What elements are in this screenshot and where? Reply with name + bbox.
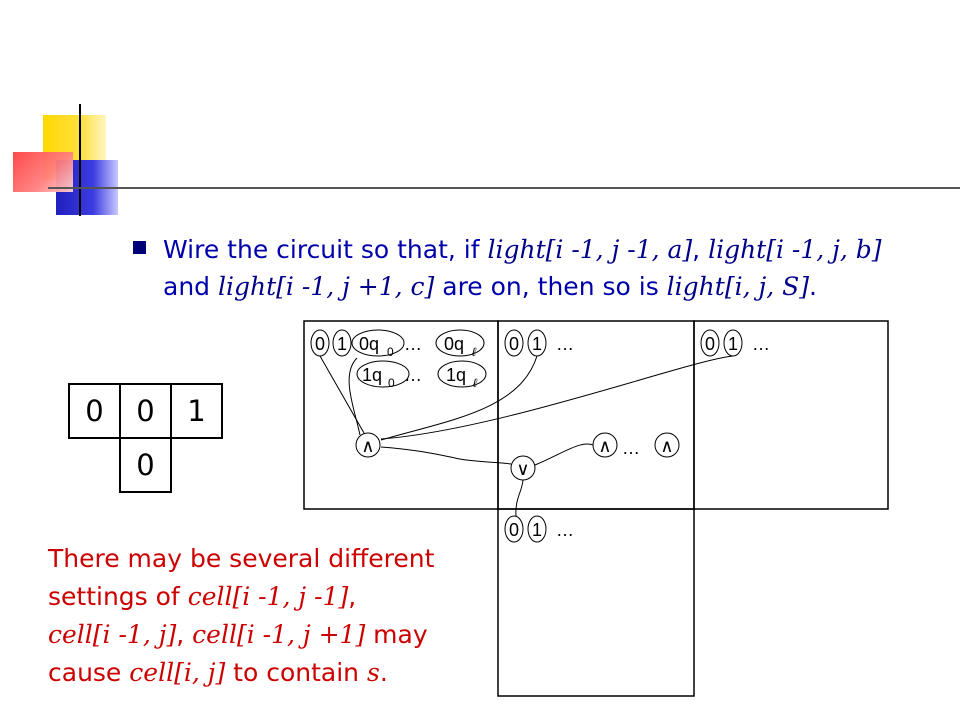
- cell-c-label: 1: [728, 334, 738, 354]
- note-comma: ,: [348, 582, 357, 611]
- example-cell-grid: 0 0 1 0: [68, 383, 223, 493]
- expr-cell-2: cell[i -1, j]: [48, 620, 177, 649]
- state-ellipse: [527, 515, 547, 543]
- and-gate: [654, 432, 680, 458]
- cell-b-label: 0: [509, 334, 519, 354]
- grid-cell: 1: [170, 383, 223, 439]
- expr-cell-1: cell[i -1, j -1]: [187, 582, 349, 611]
- logo-red-square: [13, 152, 73, 192]
- note-text: There may be several different settings …: [48, 540, 508, 692]
- cell-d-ellipsis: …: [556, 520, 574, 540]
- grid-row: 0 0 1: [68, 383, 223, 439]
- grid-cell: 0: [68, 383, 121, 439]
- and-gate: [355, 432, 381, 458]
- cell-d-label: 0: [509, 520, 519, 540]
- expr-cell-3: cell[i -1, j +1]: [192, 620, 366, 649]
- and-gate-symbol: ∧: [598, 436, 611, 456]
- cell-a-ellipsis: …: [404, 334, 422, 354]
- cell-a-ellipsis: …: [404, 365, 422, 385]
- cell-d-label: 1: [532, 520, 542, 540]
- bullet-prefix: Wire the circuit so that, if: [163, 235, 480, 264]
- wire: [515, 479, 524, 517]
- cell-b-label: 1: [532, 334, 542, 354]
- bullet-sep: ,: [692, 235, 701, 264]
- expr-cell-4: cell[i, j]: [129, 658, 226, 687]
- state-ellipse: [435, 329, 485, 357]
- note-contain: to contain: [233, 658, 360, 687]
- wire: [380, 446, 512, 465]
- cell-a-sub: ℓ: [473, 376, 478, 390]
- state-ellipse: [504, 515, 524, 543]
- cell-a-label: 0q: [444, 334, 464, 354]
- cell-a-label: 1: [337, 334, 347, 354]
- cell-box-i-j: [497, 508, 695, 697]
- note-line2-prefix: settings of: [48, 582, 180, 611]
- wire: [534, 443, 594, 466]
- expr-light-3: light[i -1, j +1, c]: [218, 272, 435, 301]
- cell-c-label: 0: [705, 334, 715, 354]
- and-gate-symbol: ∧: [660, 436, 673, 456]
- state-ellipse: [504, 329, 524, 357]
- state-ellipse: [356, 360, 410, 388]
- cell-a-label: 1q: [362, 365, 382, 385]
- wire: [348, 357, 361, 436]
- state-ellipse: [332, 329, 352, 357]
- title-rule: [48, 187, 960, 189]
- expr-light-2: light[i -1, j, b]: [708, 235, 882, 264]
- grid-cell: 0: [119, 383, 172, 439]
- note-may: may: [373, 620, 428, 649]
- note-comma: ,: [176, 620, 185, 649]
- or-gate-symbol: ∨: [516, 459, 529, 479]
- state-ellipse: [351, 329, 405, 357]
- wire: [380, 355, 734, 440]
- logo-vertical-line: [79, 104, 81, 216]
- cell-b-ellipsis: …: [556, 334, 574, 354]
- note-period: .: [379, 658, 388, 687]
- cell-a-sub: 0: [388, 376, 395, 390]
- grid-cell: 0: [119, 437, 172, 493]
- bullet-end: .: [808, 272, 817, 301]
- bullet-square: [133, 241, 146, 254]
- cell-box-i-1-j: [497, 320, 695, 510]
- expr-light-1: light[i -1, j -1, a]: [487, 235, 693, 264]
- cell-a-sub: ℓ: [472, 345, 477, 359]
- note-line1: There may be several different: [48, 544, 435, 573]
- bullet-mid: are on, then so is: [442, 272, 659, 301]
- state-ellipse: [700, 329, 720, 357]
- wire: [380, 355, 538, 441]
- cell-a-label: 0: [315, 334, 325, 354]
- note-cause: cause: [48, 658, 122, 687]
- gates-ellipsis: …: [622, 438, 640, 458]
- cell-a-label: 0q: [359, 334, 379, 354]
- expr-light-4: light[i, j, S]: [666, 272, 809, 301]
- bullet-and: and: [163, 272, 211, 301]
- grid-row: 0: [69, 437, 222, 493]
- wire: [319, 355, 365, 434]
- cell-a-label: 1q: [446, 365, 466, 385]
- cell-c-ellipsis: …: [752, 334, 770, 354]
- expr-s: s: [366, 658, 380, 687]
- bullet-text: Wire the circuit so that, if light[i -1,…: [163, 231, 953, 305]
- and-gate-symbol: ∧: [361, 436, 374, 456]
- cell-box-i-1-j+1: [693, 320, 889, 510]
- cell-a-sub: 0: [387, 345, 394, 359]
- state-ellipse: [437, 360, 487, 388]
